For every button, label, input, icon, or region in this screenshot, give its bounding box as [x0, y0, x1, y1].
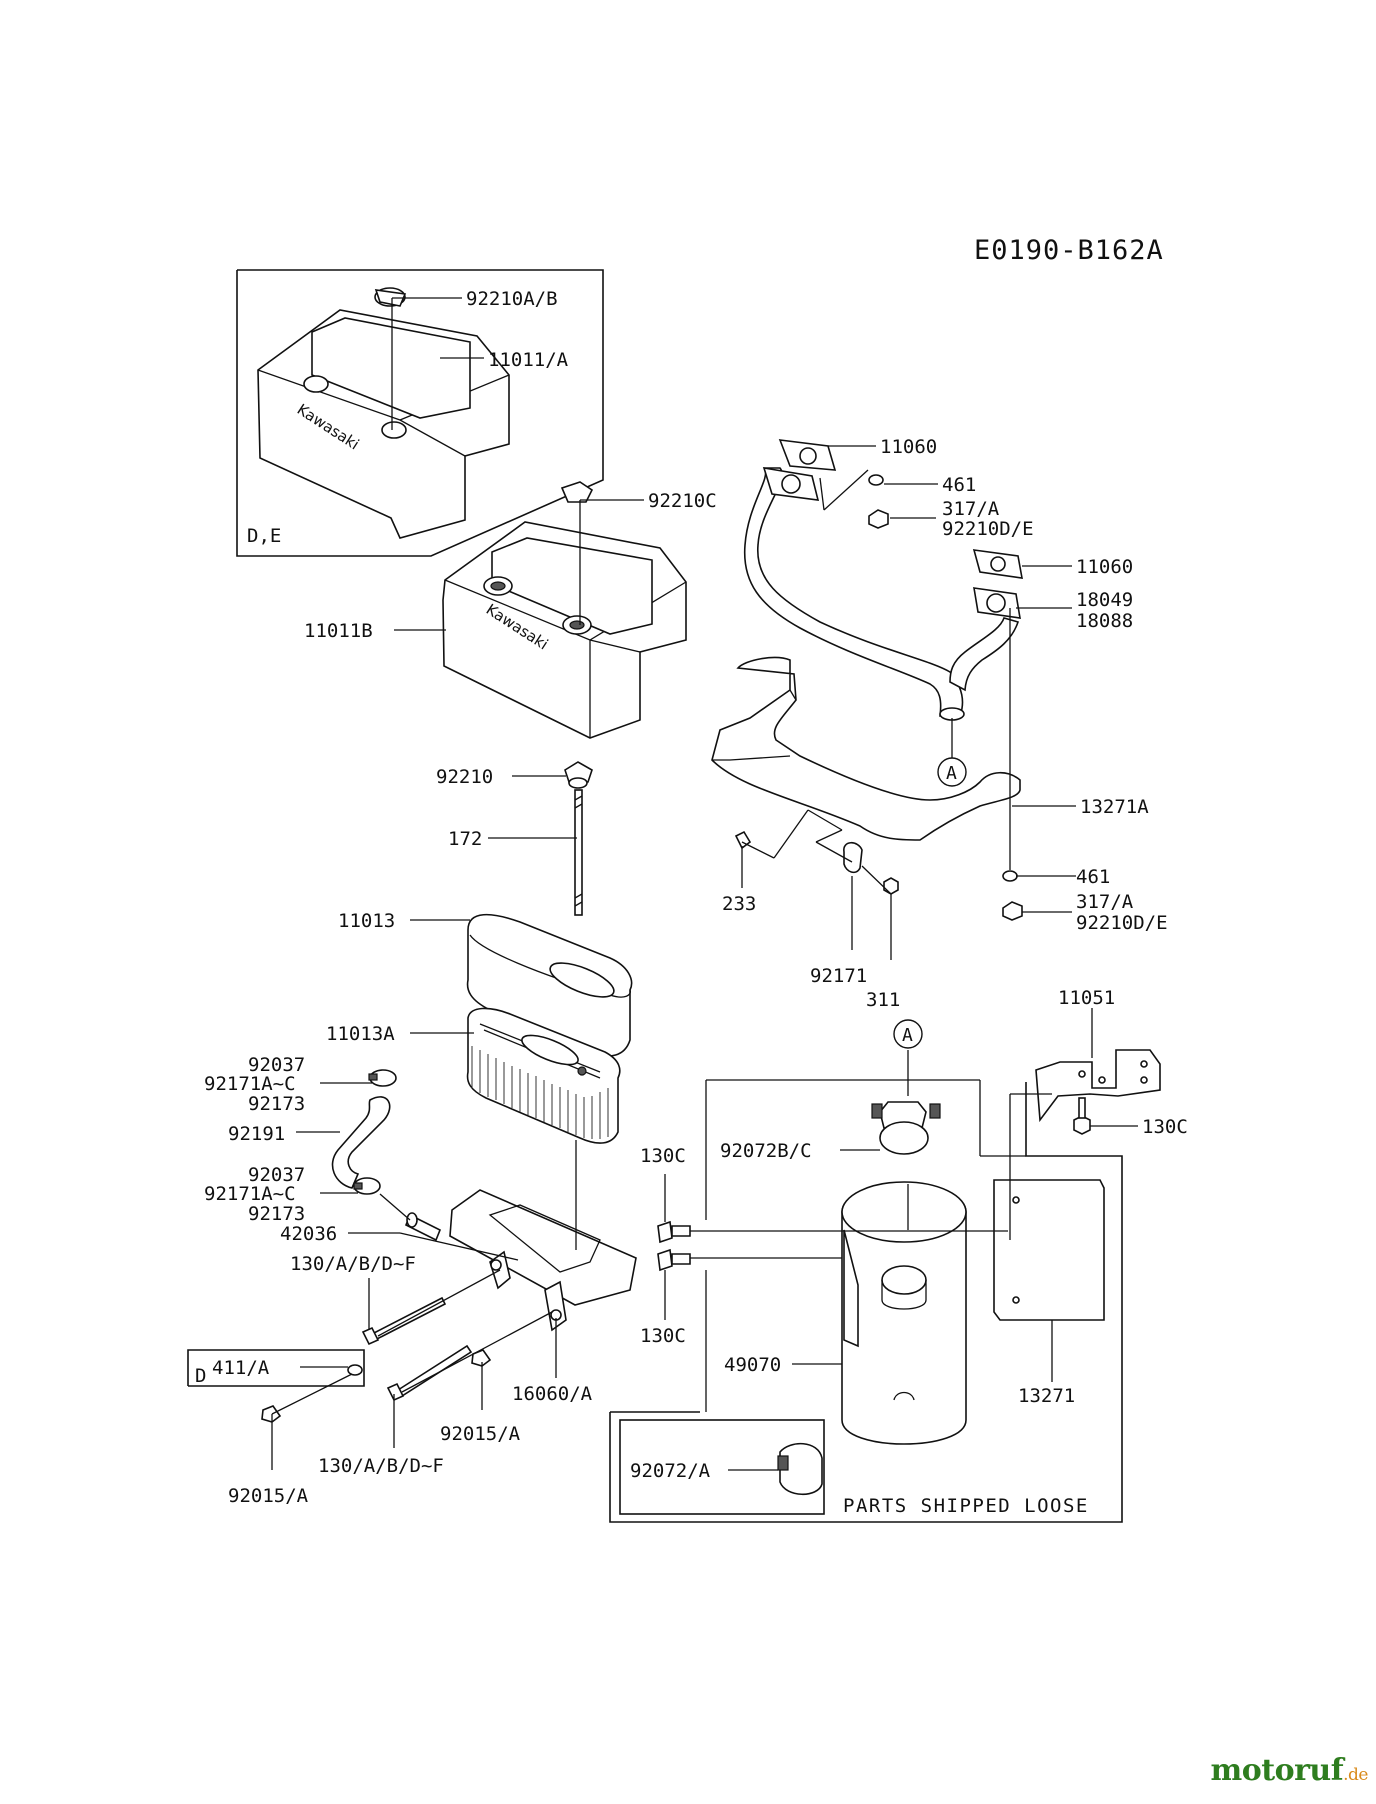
clamp-92072bc: [871, 1101, 941, 1155]
exhaust-pipe-11060: [743, 439, 1023, 721]
bolt-130-lower: [386, 1344, 473, 1402]
knob-92210ab: [374, 287, 407, 307]
label-92171: 92171: [810, 965, 867, 987]
label-92191: 92191: [228, 1123, 285, 1145]
label-13271: 13271: [1018, 1385, 1075, 1407]
label-130c-lower: 130C: [640, 1325, 686, 1347]
nut-461-upper: [868, 474, 884, 486]
clamp-92072a: [777, 1442, 823, 1496]
cover-variant-box: D,E: [236, 269, 604, 557]
label-461-lower: 461: [1076, 866, 1110, 888]
air-cleaner-cover-de-drawing: Kawasaki: [257, 309, 510, 539]
washer-411a: [347, 1364, 363, 1376]
label-92173-upper: 92173: [248, 1093, 305, 1115]
bolt-130-upper: [361, 1296, 447, 1346]
label-11011b: 11011B: [304, 620, 373, 642]
callout-circle-a-muffler: A: [893, 1019, 923, 1049]
nut-92015a-right: [471, 1349, 492, 1367]
callout-circle-a-exhaust: A: [937, 757, 967, 787]
clamp-92037-lower: [353, 1177, 381, 1195]
wing-nut-92210: [564, 761, 593, 789]
label-92015a-left: 92015/A: [228, 1485, 309, 1507]
label-92210ab: 92210A/B: [466, 288, 558, 310]
label-13271a: 13271A: [1080, 796, 1149, 818]
label-d: D: [195, 1365, 206, 1387]
label-11013a: 11013A: [326, 1023, 395, 1045]
label-411a: 411/A: [212, 1357, 270, 1379]
label-de: D,E: [247, 525, 281, 547]
breather-hose-92191: [331, 1096, 391, 1189]
bolt-130c-upper: [657, 1220, 691, 1244]
label-311: 311: [866, 989, 900, 1011]
part-labels: 92210A/B 11011/A 92210C 11011B 92210 172…: [204, 288, 1188, 1507]
muffler-49070: [841, 1181, 967, 1445]
diagram-code: E0190-B162A: [974, 235, 1164, 266]
label-130-upper: 130/A/B/D~F: [290, 1253, 416, 1275]
label-92072a: 92072/A: [630, 1460, 711, 1482]
label-49070: 49070: [724, 1354, 781, 1376]
label-92210: 92210: [436, 766, 493, 788]
label-16060a: 16060/A: [512, 1383, 593, 1405]
bracket-11051: [1035, 1049, 1161, 1123]
label-317a-upper: 317/A: [942, 498, 1000, 520]
label-130c-upper: 130C: [640, 1145, 686, 1167]
label-11013: 11013: [338, 910, 395, 932]
heat-shield-13271a: [711, 656, 1021, 841]
label-92210de-upper: 92210D/E: [942, 518, 1034, 540]
label-11060-upper: 11060: [880, 436, 937, 458]
nut-311: [883, 877, 899, 895]
label-42036: 42036: [280, 1223, 337, 1245]
label-92171a-lower: 92171A~C: [204, 1183, 296, 1205]
watermark-suffix: .de: [1343, 1765, 1368, 1785]
label-461-upper: 461: [942, 474, 976, 496]
label-92173-lower: 92173: [248, 1203, 305, 1225]
label-92015a-right: 92015/A: [440, 1423, 521, 1445]
label-92072bc: 92072B/C: [720, 1140, 812, 1162]
watermark-logo: motoruf.de: [1210, 1753, 1368, 1788]
svg-text:A: A: [902, 1025, 913, 1046]
d-variant-box: D: [187, 1349, 365, 1387]
label-92210c: 92210C: [648, 490, 717, 512]
label-130-lower: 130/A/B/D~F: [318, 1455, 444, 1477]
knob-92210c: [560, 481, 594, 503]
clamp-92037-upper: [368, 1069, 397, 1087]
label-11011a: 11011/A: [488, 349, 569, 371]
label-11060-lower: 11060: [1076, 556, 1133, 578]
label-317a-lower: 317/A: [1076, 891, 1134, 913]
label-92037-lower: 92037: [248, 1164, 305, 1186]
air-cleaner-cover-b-drawing: Kawasaki: [442, 521, 687, 739]
air-cleaner-base-16060a: [449, 1189, 637, 1332]
clamp-92171: [843, 841, 863, 874]
label-233: 233: [722, 893, 756, 915]
pre-cleaner-11013: [466, 913, 633, 1057]
label-11051: 11051: [1058, 987, 1115, 1009]
loose-parts-box: PARTS SHIPPED LOOSE: [609, 1082, 1123, 1523]
label-130c-bracket: 130C: [1142, 1116, 1188, 1138]
bolt-130c-lower: [657, 1248, 691, 1272]
loose-parts-caption: PARTS SHIPPED LOOSE: [843, 1495, 1089, 1517]
label-92210de-lower: 92210D/E: [1076, 912, 1168, 934]
label-92037-upper: 92037: [248, 1054, 305, 1076]
label-18049: 18049: [1076, 589, 1133, 611]
bolt-130c-bracket: [1073, 1097, 1091, 1135]
nut-461-lower: [1002, 870, 1018, 882]
air-filter-element-11013a: [466, 1007, 621, 1144]
shield-13271: [993, 1179, 1105, 1321]
svg-text:A: A: [946, 763, 957, 784]
nut-92015a-left: [261, 1405, 282, 1423]
nut-317a-lower: [1002, 901, 1023, 921]
nut-317a-upper: [868, 509, 889, 529]
label-18088: 18088: [1076, 610, 1133, 632]
watermark-main: motoruf: [1210, 1753, 1344, 1788]
stud-172: [574, 789, 583, 916]
label-172: 172: [448, 828, 482, 850]
leader-lines: [271, 297, 1138, 1471]
pipe-42036: [404, 1212, 442, 1242]
label-92171a-upper: 92171A~C: [204, 1073, 296, 1095]
